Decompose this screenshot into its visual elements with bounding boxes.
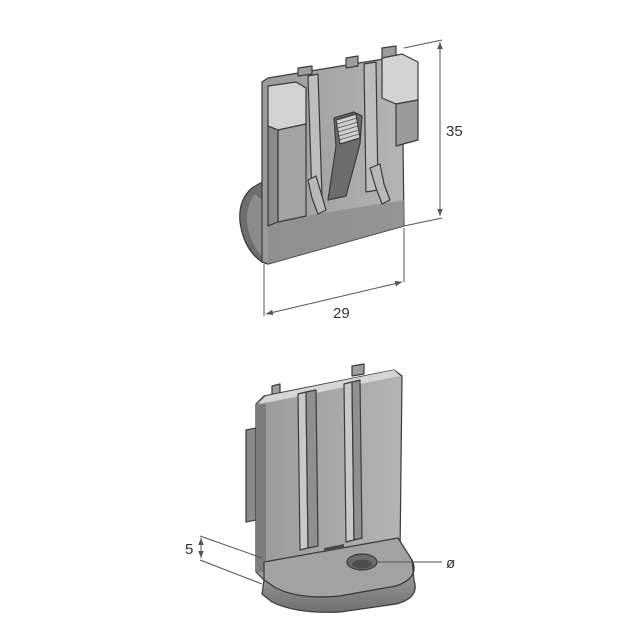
bottom-part-top-tab-right xyxy=(351,363,365,377)
top-part-tab-left xyxy=(297,65,313,77)
dimension-hole-diameter-label: ø xyxy=(446,555,455,572)
bottom-part-plate-top xyxy=(258,370,400,404)
bottom-part-plate-edge xyxy=(256,404,266,572)
bottom-part-hole-inner xyxy=(352,559,372,569)
dimension-base-thickness: 5 xyxy=(185,535,263,585)
top-part-right-block-front xyxy=(395,99,419,147)
top-part-left-block xyxy=(267,81,307,131)
dimension-hole-diameter: ø xyxy=(378,555,455,572)
dimension-width: 29 xyxy=(263,228,405,322)
top-part-left-block-side xyxy=(267,125,279,227)
bottom-part-base-side xyxy=(261,559,416,613)
dimension-width-label: 29 xyxy=(333,305,350,322)
dimension-height-label: 35 xyxy=(446,123,463,140)
top-part-latch-ridges xyxy=(336,117,360,141)
top-part-right-block xyxy=(381,53,419,105)
dimension-height: 35 xyxy=(403,39,463,227)
bottom-part-grooves xyxy=(297,379,363,551)
bottom-part-back-tab xyxy=(245,427,257,523)
bottom-part xyxy=(245,363,416,613)
top-part-lower-band xyxy=(268,200,404,264)
bottom-part-engraving xyxy=(324,544,344,552)
top-part-left-block-front xyxy=(277,123,307,223)
top-part-hook-left xyxy=(307,175,327,215)
top-part-tab-mid xyxy=(345,55,359,69)
bottom-part-plate xyxy=(255,369,403,581)
top-part xyxy=(239,45,419,265)
top-part-foot-highlight xyxy=(246,194,262,256)
dimension-base-thickness-label: 5 xyxy=(185,541,193,558)
top-part-hook-right xyxy=(369,163,391,205)
